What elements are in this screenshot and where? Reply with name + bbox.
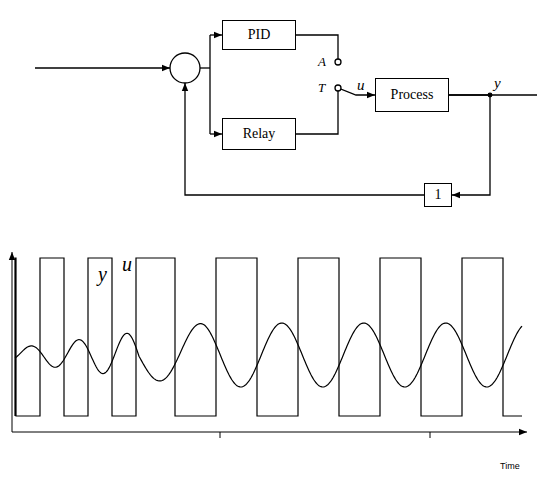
controller-box: PID — [222, 20, 296, 50]
axis — [12, 252, 13, 432]
signal-connector — [296, 88, 375, 134]
box-label: PID — [248, 27, 271, 43]
signal-name: y — [494, 76, 501, 91]
tick — [220, 432, 221, 438]
wire — [296, 35, 338, 59]
relay-output-curve — [15, 258, 522, 416]
axis — [12, 432, 527, 433]
signal-connector — [449, 95, 490, 195]
wire — [210, 133, 222, 134]
relay-box: Relay — [222, 118, 296, 150]
tick — [430, 432, 431, 438]
summing-junction — [170, 53, 200, 83]
process-box: Process — [375, 78, 449, 112]
wire — [209, 35, 210, 134]
box-label: Relay — [243, 126, 276, 142]
curve-label: y — [98, 264, 107, 284]
switch-contact — [335, 59, 341, 65]
axis-label: Time — [500, 462, 520, 471]
signal-name: u — [357, 78, 365, 93]
wire — [200, 67, 210, 68]
wire — [210, 34, 222, 35]
input-arrow — [35, 67, 170, 68]
box-label: Process — [391, 87, 434, 103]
gain-box: 1 — [424, 183, 452, 207]
switch-position: T — [318, 81, 325, 94]
process-output-curve — [15, 323, 522, 387]
curve-label: u — [122, 254, 132, 274]
switch-contact — [335, 85, 341, 91]
box-label: 1 — [435, 187, 442, 203]
switch-position: A — [318, 55, 326, 68]
